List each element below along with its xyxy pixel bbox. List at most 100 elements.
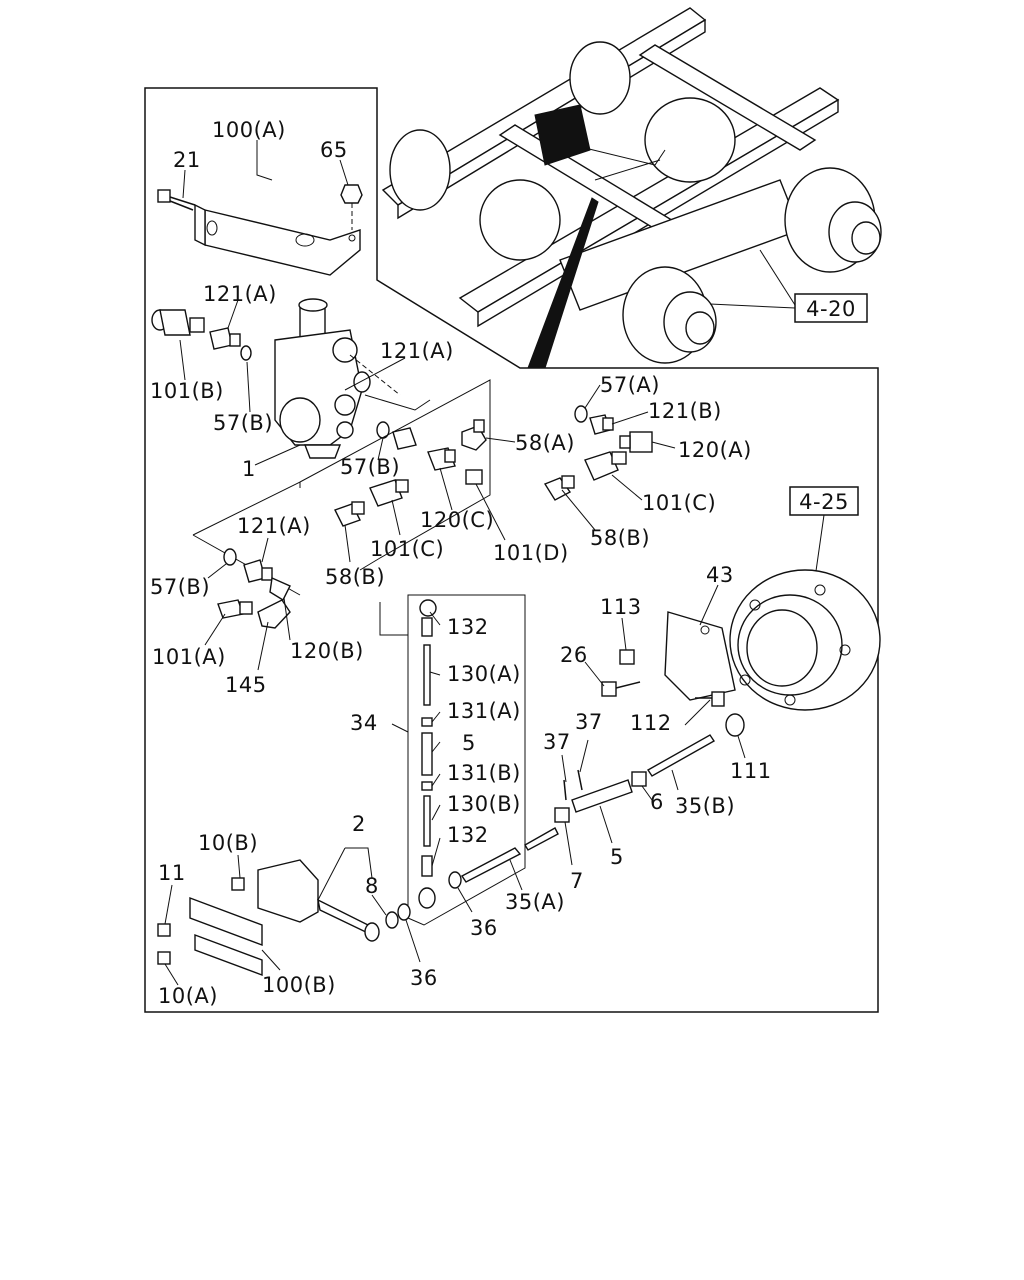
bracket-43 [664,611,736,701]
callout-101c-right: 101(C) [642,491,716,515]
callout-58b-right: 58(B) [590,526,650,550]
leader-lines [164,140,746,986]
callout-labels: 100(A) 21 65 121(A) 101(B) 57(B) 121(A) … [150,118,772,1008]
union-120a [619,431,653,453]
callout-1: 1 [242,457,256,481]
washer-36-left [397,903,411,921]
callout-120a: 120(A) [678,438,752,462]
callout-131a: 131(A) [447,699,521,723]
callout-121a-low: 121(A) [237,514,311,538]
callout-35b: 35(B) [675,794,735,818]
callout-65: 65 [320,138,348,162]
callout-37-right: 37 [575,710,603,734]
bolt-10a [157,951,171,965]
pointer-wedge [527,197,599,369]
plug-101d [465,469,483,485]
callout-131b: 131(B) [447,761,521,785]
callout-100b: 100(B) [262,973,336,997]
rod-group-outline [379,594,526,926]
nut-65 [340,184,363,230]
cotter-pin-37-right [577,769,583,791]
bracket-100b [189,859,319,977]
callout-10a: 10(A) [158,984,218,1008]
callout-36-right: 36 [470,916,498,940]
callout-7: 7 [570,869,584,893]
cotter-pin-37-left [563,779,567,801]
elbow-58b-left [334,501,365,527]
callout-36-left: 36 [410,966,438,990]
nut-7 [554,807,570,823]
callout-113: 113 [600,595,642,619]
tee-145 [257,599,291,629]
valve-1 [274,298,431,459]
callout-100a: 100(A) [212,118,286,142]
washer-57b-low [223,548,237,566]
tube-5 [571,779,633,813]
callout-11: 11 [158,861,186,885]
washer-57a [574,405,588,423]
callout-10b: 10(B) [198,831,258,855]
fitting-121b [589,414,614,435]
bolt-10b [231,877,245,891]
callout-5-vertical: 5 [462,731,476,755]
callout-6: 6 [650,790,664,814]
callout-101d: 101(D) [493,541,569,565]
fitting-121a-low [243,559,273,583]
fitting-101a [217,599,253,619]
callout-26: 26 [560,643,588,667]
lever-2 [317,898,399,942]
callout-57b-1: 57(B) [213,411,273,435]
callout-112: 112 [630,711,672,735]
axle-flange [729,569,881,711]
callout-111: 111 [730,759,772,783]
callout-34: 34 [350,711,378,735]
callout-57b-2: 57(B) [340,455,400,479]
callout-5-horizontal: 5 [610,845,624,869]
callout-121a-mid: 121(A) [380,339,454,363]
callout-8: 8 [365,874,379,898]
bracket-100a [194,203,361,276]
elbow-58a [461,419,487,451]
callout-130b: 130(B) [447,792,521,816]
connector-101c-right [584,451,627,481]
bolt-26 [601,681,641,697]
callout-21: 21 [173,148,201,172]
ref-4-20: 4-20 [806,297,856,321]
callout-145: 145 [225,673,267,697]
washer-57b-top [240,345,252,361]
nut-6 [631,771,647,787]
callout-43: 43 [706,563,734,587]
callout-58a: 58(A) [515,431,575,455]
callout-2: 2 [352,812,366,836]
bolt-21 [157,189,196,211]
callout-101a: 101(A) [152,645,226,669]
callout-120b: 120(B) [290,639,364,663]
elbow-58b-right [543,475,575,501]
diagram-frame [144,87,879,1013]
callout-37-left: 37 [543,730,571,754]
nut-113 [619,649,635,665]
union-120c [427,447,456,471]
elbow-120b [269,576,291,601]
callout-132-top: 132 [447,615,489,639]
callout-130a: 130(A) [447,662,521,686]
nut-11 [157,923,171,937]
rod-35b [646,713,745,777]
callout-132-bottom: 132 [447,823,489,847]
fitting-121a-top [209,327,241,350]
washer-36-right [448,871,462,889]
callout-121b: 121(B) [648,399,722,423]
callout-101b: 101(B) [150,379,224,403]
callout-57b-3: 57(B) [150,575,210,599]
rod-34 [418,599,437,909]
bolt-112 [695,691,725,707]
callout-57a: 57(A) [600,373,660,397]
callout-58b-left: 58(B) [325,565,385,589]
callout-35a: 35(A) [505,890,565,914]
rod-35a [460,827,559,883]
fitting-121a-mid [392,427,417,450]
chassis-overview [381,7,882,369]
connector-101c-left [369,479,409,507]
callout-121a-top: 121(A) [203,282,277,306]
